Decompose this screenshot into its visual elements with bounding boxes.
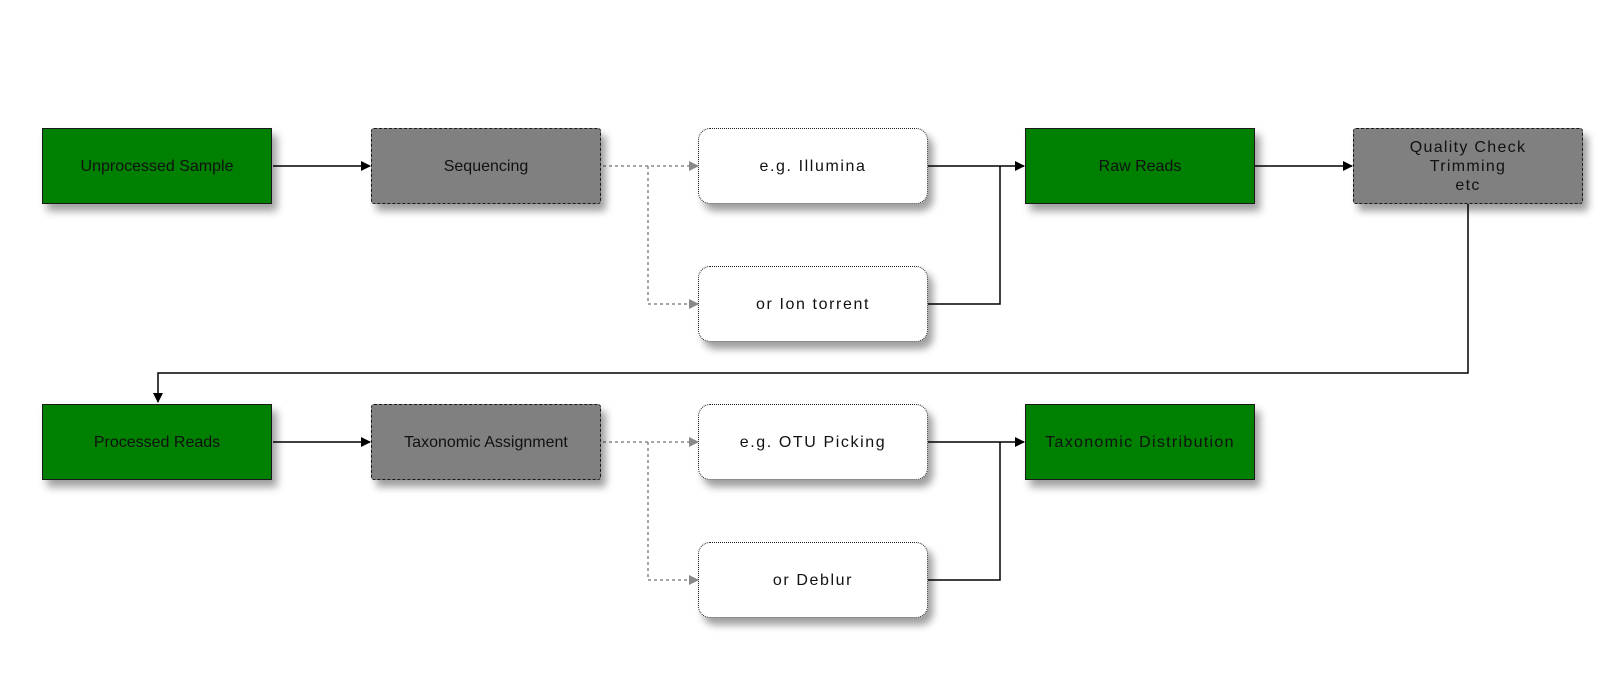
node-otu-picking: e.g. OTU Picking	[698, 404, 928, 480]
node-taxonomic-distribution-label: Taxonomic Distribution	[1045, 433, 1235, 451]
node-illumina: e.g. Illumina	[698, 128, 928, 204]
node-taxonomic-distribution: Taxonomic Distribution	[1025, 404, 1255, 480]
edge-sequencing-to-ion-torrent	[647, 166, 699, 309]
node-unprocessed-sample: Unprocessed Sample	[42, 128, 272, 204]
edge-ion-torrent-to-raw-reads	[928, 166, 1001, 305]
node-quality-check-label: Quality Check Trimming etc	[1409, 138, 1527, 194]
node-sequencing: Sequencing	[371, 128, 601, 204]
node-quality-check: Quality Check Trimming etc	[1353, 128, 1583, 204]
node-raw-reads: Raw Reads	[1025, 128, 1255, 204]
node-processed-reads-label: Processed Reads	[93, 433, 221, 451]
node-illumina-label: e.g. Illumina	[759, 157, 867, 175]
edge-quality-check-to-processed-reads	[153, 204, 1469, 403]
node-sequencing-label: Sequencing	[443, 157, 529, 175]
node-deblur-label: or Deblur	[772, 571, 854, 589]
node-processed-reads: Processed Reads	[42, 404, 272, 480]
edge-deblur-to-taxonomic-distribution	[928, 442, 1001, 581]
node-taxonomic-assignment: Taxonomic Assignment	[371, 404, 601, 480]
node-ion-torrent-label: or Ion torrent	[755, 295, 870, 313]
node-otu-picking-label: e.g. OTU Picking	[739, 433, 887, 451]
node-unprocessed-sample-label: Unprocessed Sample	[80, 157, 234, 175]
node-raw-reads-label: Raw Reads	[1098, 157, 1182, 175]
node-taxonomic-assignment-label: Taxonomic Assignment	[404, 433, 568, 451]
node-ion-torrent: or Ion torrent	[698, 266, 928, 342]
node-deblur: or Deblur	[698, 542, 928, 618]
edge-taxonomic-assignment-to-deblur	[647, 442, 699, 585]
